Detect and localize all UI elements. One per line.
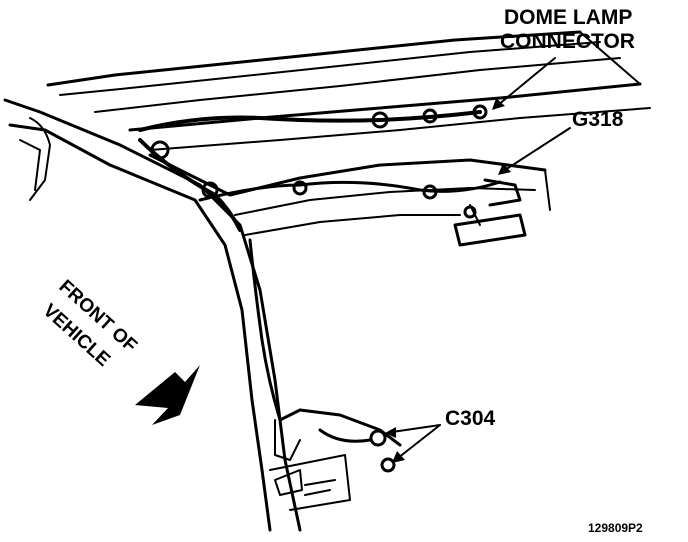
roof-harness [138,104,502,232]
windshield-frame [3,98,302,532]
dome-lamp-leader [492,57,556,110]
figure-code: 129809P2 [588,521,643,535]
mirror-mount [453,178,527,247]
front-arrow-icon [135,365,200,425]
c304-leaders [385,424,441,463]
kick-panel [269,454,351,511]
dome-lamp-label-line2: CONNECTOR [500,30,635,53]
dome-lamp-label-line1: DOME LAMP [504,6,632,29]
g318-leader [498,127,571,175]
pillar-harness [248,238,402,473]
ground-label: G318 [572,108,624,131]
connector-label: C304 [445,407,496,430]
roof-panel [46,30,651,151]
